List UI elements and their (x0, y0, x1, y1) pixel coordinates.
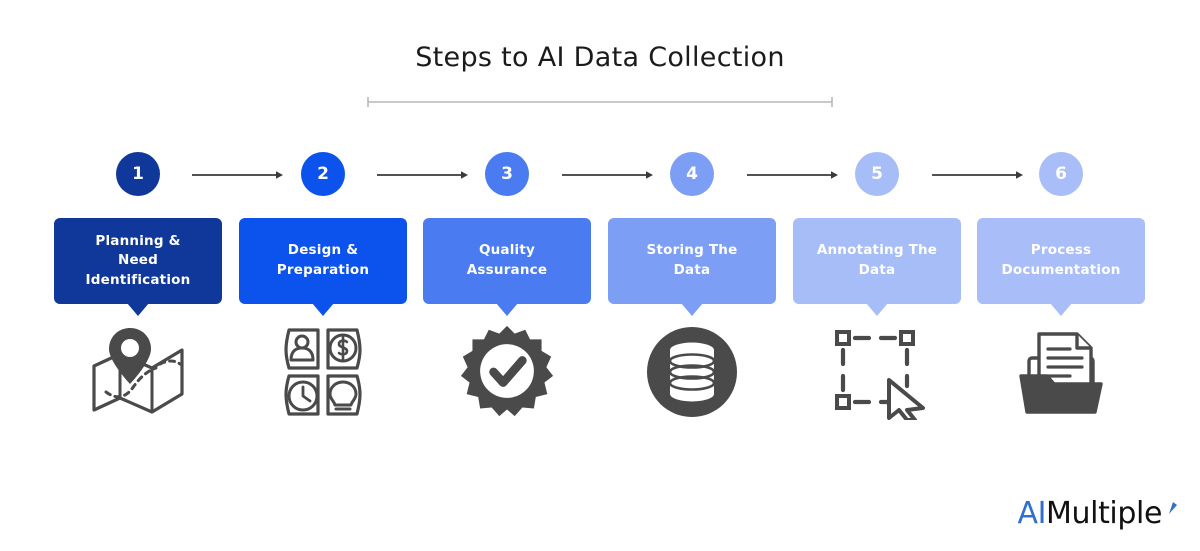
step-4[interactable]: 4 Storing The Data (608, 152, 776, 316)
step-card-tail-4 (681, 303, 703, 316)
step-label-line: Annotating The (816, 242, 938, 259)
step-1[interactable]: 1 Planning & Need Identification (54, 152, 222, 316)
folder-document-icon (1019, 332, 1103, 414)
step-card-3[interactable]: Quality Assurance (423, 218, 591, 304)
step-icon-2 (239, 316, 407, 428)
step-label-line: Assurance (466, 262, 548, 278)
verified-badge-icon (460, 325, 554, 417)
step-icon-5 (793, 316, 961, 428)
step-card-4[interactable]: Storing The Data (608, 218, 776, 304)
step-number-badge-4: 4 (670, 152, 714, 196)
step-number-badge-2: 2 (301, 152, 345, 196)
step-label-4: Storing The Data (647, 241, 738, 280)
step-card-5[interactable]: Annotating The Data (793, 218, 961, 304)
step-2[interactable]: 2 Design & Preparation (239, 152, 407, 316)
step-label-1: Planning & Need Identification (86, 232, 191, 291)
step-label-line: Planning & (95, 232, 181, 249)
title-block: Steps to AI Data Collection (0, 44, 1200, 71)
step-number-badge-6: 6 (1039, 152, 1083, 196)
step-card-holder-4: Storing The Data (608, 218, 776, 316)
aimultiple-logo: AI Multiple (1017, 499, 1178, 529)
database-icon (647, 327, 737, 417)
step-number-badge-5: 5 (855, 152, 899, 196)
step-card-holder-6: Process Documentation (977, 218, 1145, 316)
step-card-tail-5 (866, 303, 888, 316)
connector-arrow-4-5 (747, 171, 838, 179)
connector-arrow-2-3 (377, 171, 468, 179)
step-label-5: Annotating The Data (817, 241, 937, 280)
step-label-line: Data (673, 262, 711, 278)
step-card-holder-3: Quality Assurance (423, 218, 591, 316)
connector-arrow-5-6 (932, 171, 1023, 179)
step-card-holder-1: Planning & Need Identification (54, 218, 222, 316)
step-icon-4 (608, 316, 776, 428)
resource-quadrant-icon (284, 328, 362, 416)
map-pin-icon (92, 328, 184, 414)
logo-tick-icon (1169, 502, 1177, 514)
step-card-holder-2: Design & Preparation (239, 218, 407, 316)
step-card-6[interactable]: Process Documentation (977, 218, 1145, 304)
step-card-tail-3 (496, 303, 518, 316)
selection-cursor-icon (835, 330, 925, 420)
step-icon-1 (54, 316, 222, 428)
step-card-tail-2 (312, 303, 334, 316)
step-number-badge-1: 1 (116, 152, 160, 196)
step-6[interactable]: 6 Process Documentation (977, 152, 1145, 316)
step-5[interactable]: 5 Annotating The Data (793, 152, 961, 316)
step-label-line: Process (1030, 242, 1092, 259)
step-card-2[interactable]: Design & Preparation (239, 218, 407, 304)
step-label-3: Quality Assurance (467, 241, 547, 280)
logo-text-ai: AI (1017, 496, 1047, 531)
step-icon-6 (977, 316, 1145, 428)
step-card-1[interactable]: Planning & Need Identification (54, 218, 222, 304)
step-card-holder-5: Annotating The Data (793, 218, 961, 316)
step-card-tail-1 (127, 303, 149, 316)
step-label-line: Storing The (646, 242, 738, 259)
step-label-line: Quality (478, 242, 536, 259)
step-icon-3 (423, 316, 591, 428)
step-number-badge-3: 3 (485, 152, 529, 196)
step-label-line: Documentation (1001, 262, 1121, 278)
step-label-line: Identification (85, 271, 191, 288)
page-title: Steps to AI Data Collection (415, 42, 785, 73)
step-3[interactable]: 3 Quality Assurance (423, 152, 591, 316)
step-label-line: Need (117, 252, 159, 269)
step-label-6: Process Documentation (1001, 241, 1120, 280)
title-underline-rule (367, 97, 833, 107)
connector-arrow-1-2 (192, 171, 283, 179)
logo-text-multiple: Multiple (1046, 496, 1162, 531)
step-label-line: Preparation (276, 262, 370, 278)
step-label-2: Design & Preparation (277, 241, 369, 280)
connector-arrow-3-4 (562, 171, 653, 179)
step-label-line: Data (858, 262, 896, 278)
step-card-tail-6 (1050, 303, 1072, 316)
step-label-line: Design & (287, 242, 359, 259)
